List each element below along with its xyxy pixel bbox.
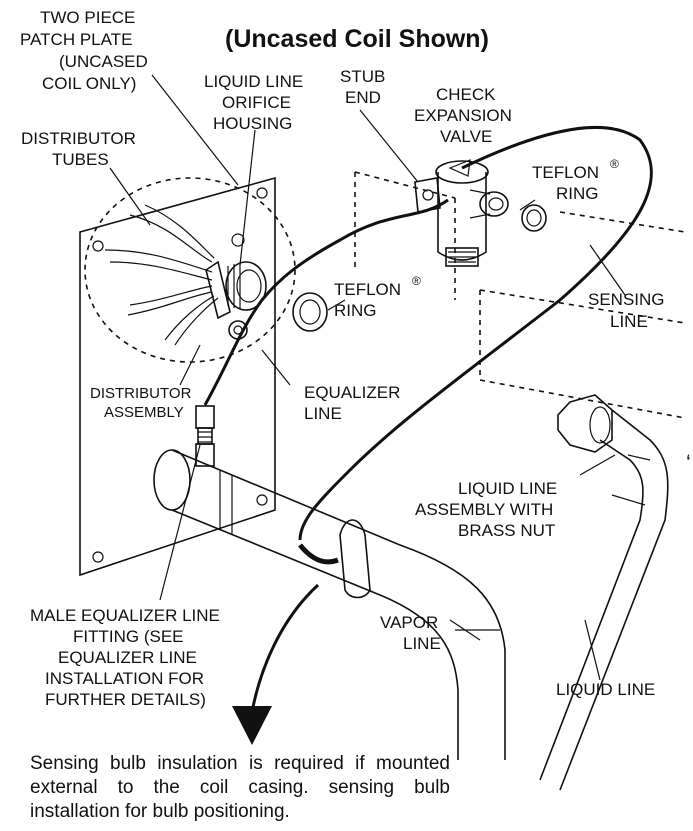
teflon-ring-housing — [292, 292, 328, 332]
label-orifice-housing: LIQUID LINE ORIFICE HOUSING — [204, 72, 303, 133]
liquid-line — [539, 394, 669, 791]
svg-text:TWO PIECE: TWO PIECE — [40, 8, 135, 27]
label-distributor-assembly: DISTRIBUTOR ASSEMBLY — [90, 385, 192, 421]
sensing-line-tube — [203, 126, 653, 541]
svg-text:TEFLON: TEFLON — [334, 280, 401, 299]
leader-lines — [109, 74, 626, 681]
svg-text:®: ® — [610, 157, 619, 171]
svg-text:END: END — [345, 88, 381, 107]
svg-text:SENSING: SENSING — [588, 290, 665, 309]
svg-text:HOUSING: HOUSING — [213, 114, 292, 133]
svg-text:TUBES: TUBES — [52, 150, 109, 169]
diagram-title: (Uncased Coil Shown) — [225, 25, 489, 53]
svg-text:MALE EQUALIZER LINE: MALE EQUALIZER LINE — [30, 606, 220, 625]
svg-text:LIQUID LINE: LIQUID LINE — [204, 72, 303, 91]
svg-text:ORIFICE: ORIFICE — [222, 93, 291, 112]
svg-text:VAPOR: VAPOR — [380, 613, 438, 632]
label-equalizer-line: EQUALIZER LINE — [304, 383, 400, 423]
label-vapor-line: VAPOR LINE — [380, 613, 441, 653]
male-equalizer-fitting — [195, 405, 215, 467]
svg-text:LINE: LINE — [304, 404, 342, 423]
svg-text:DISTRIBUTOR: DISTRIBUTOR — [90, 385, 192, 402]
svg-text:LIQUID LINE: LIQUID LINE — [458, 479, 557, 498]
svg-text:STUB: STUB — [340, 67, 385, 86]
patch-plate — [79, 176, 276, 577]
label-teflon-ring-valve: TEFLON ® RING — [532, 157, 619, 203]
orifice-housing — [205, 260, 267, 340]
installation-note: Sensing bulb insulation is required if m… — [30, 753, 450, 822]
label-check-expansion-valve: CHECK EXPANSION VALVE — [414, 85, 512, 146]
label-liquid-line: LIQUID LINE — [556, 680, 655, 699]
coil-outline — [354, 171, 686, 419]
svg-text:LINE: LINE — [403, 634, 441, 653]
svg-text:COIL ONLY): COIL ONLY) — [42, 74, 136, 93]
label-distributor-tubes: DISTRIBUTOR TUBES — [21, 129, 136, 169]
svg-text:LIQUID LINE: LIQUID LINE — [556, 680, 655, 699]
svg-text:CHECK: CHECK — [436, 85, 496, 104]
svg-text:ASSEMBLY WITH: ASSEMBLY WITH — [415, 500, 553, 519]
teflon-ring-valve — [521, 204, 547, 232]
label-patch-plate: TWO PIECE PATCH PLATE (UNCASED COIL ONLY… — [20, 8, 148, 93]
svg-text:(UNCASED: (UNCASED — [59, 52, 148, 71]
svg-text:DISTRIBUTOR: DISTRIBUTOR — [21, 129, 136, 148]
svg-text:RING: RING — [334, 301, 377, 320]
svg-text:TEFLON: TEFLON — [532, 163, 599, 182]
svg-text:VALVE: VALVE — [440, 127, 492, 146]
check-expansion-valve — [414, 159, 509, 267]
edge-mark: ‘ — [686, 450, 691, 475]
label-stub-end: STUB END — [340, 67, 385, 107]
svg-text:PATCH PLATE: PATCH PLATE — [20, 30, 132, 49]
label-liquid-line-assembly: LIQUID LINE ASSEMBLY WITH BRASS NUT — [415, 479, 557, 540]
callout-arrow — [232, 583, 320, 745]
svg-text:EQUALIZER LINE: EQUALIZER LINE — [58, 648, 197, 667]
svg-text:EQUALIZER: EQUALIZER — [304, 383, 400, 402]
svg-text:EXPANSION: EXPANSION — [414, 106, 512, 125]
svg-text:FURTHER DETAILS): FURTHER DETAILS) — [45, 690, 206, 709]
distributor-assembly — [84, 177, 296, 363]
svg-text:FITTING (SEE: FITTING (SEE — [73, 627, 184, 646]
svg-text:INSTALLATION FOR: INSTALLATION FOR — [45, 669, 204, 688]
svg-text:®: ® — [412, 274, 421, 288]
svg-text:RING: RING — [556, 184, 599, 203]
svg-text:LINE: LINE — [610, 312, 648, 331]
label-teflon-ring-housing: TEFLON ® RING — [334, 274, 421, 320]
svg-text:ASSEMBLY: ASSEMBLY — [104, 404, 184, 421]
svg-text:BRASS NUT: BRASS NUT — [458, 521, 555, 540]
vapor-line — [153, 449, 506, 760]
label-sensing-line: SENSING LINE — [588, 290, 665, 331]
label-male-equalizer-fitting: MALE EQUALIZER LINE FITTING (SEE EQUALIZ… — [30, 606, 220, 709]
